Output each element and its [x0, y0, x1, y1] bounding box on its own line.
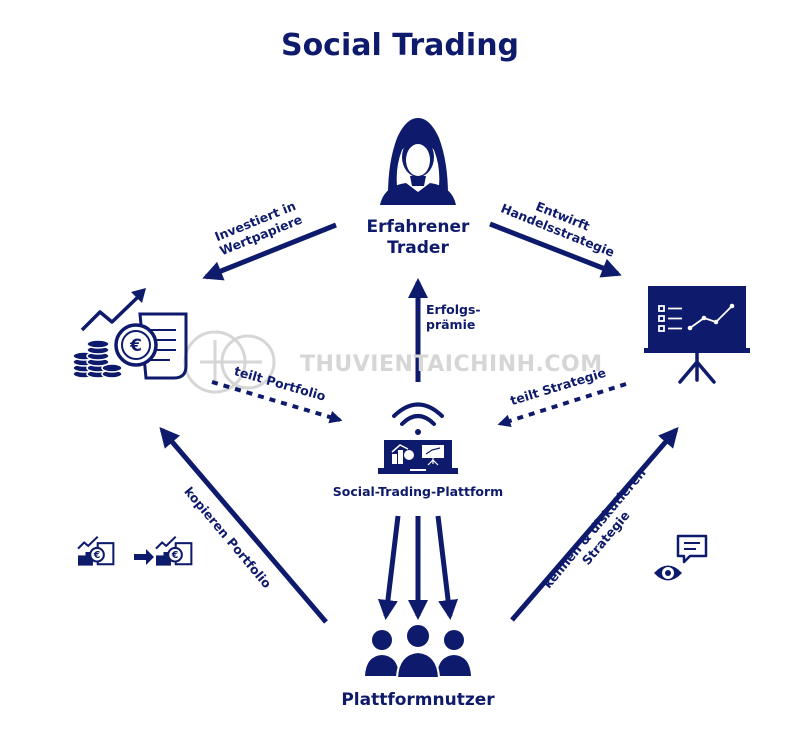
- strategy-board-icon: [644, 286, 750, 384]
- arrow-users-discuss-strategy: [510, 426, 679, 622]
- platform-label: Social-Trading-Plattform: [332, 484, 504, 499]
- diagram-title: Social Trading: [280, 28, 520, 63]
- eye-chat-icon: [654, 534, 708, 581]
- svg-text:€: €: [129, 336, 142, 356]
- arrow-users-copy-portfolio: [159, 426, 328, 624]
- platform-users-icon: [365, 623, 471, 679]
- users-label: Plattformnutzer: [341, 690, 495, 710]
- edge-label-bonus: Erfolgs- prämie: [426, 302, 481, 332]
- portfolio-investment-icon: €: [72, 288, 188, 380]
- copy-portfolio-icon: € €: [77, 535, 193, 566]
- arrow-platform-to-users-left: [377, 515, 401, 620]
- platform-laptop-icon: [378, 402, 458, 474]
- trader-label: Erfahrener Trader: [366, 217, 470, 258]
- svg-text:€: €: [93, 550, 101, 561]
- trader-person-icon: [380, 118, 456, 205]
- watermark-text: THUVIENTAICHINH.COM: [300, 352, 603, 377]
- arrow-strategy-to-platform: [497, 382, 627, 428]
- arrow-platform-to-users-right: [435, 515, 459, 620]
- arrow-trader-to-strategy: [489, 221, 622, 278]
- arrow-trader-to-portfolio: [202, 222, 337, 281]
- arrow-portfolio-to-platform: [211, 380, 343, 424]
- svg-text:€: €: [171, 550, 179, 561]
